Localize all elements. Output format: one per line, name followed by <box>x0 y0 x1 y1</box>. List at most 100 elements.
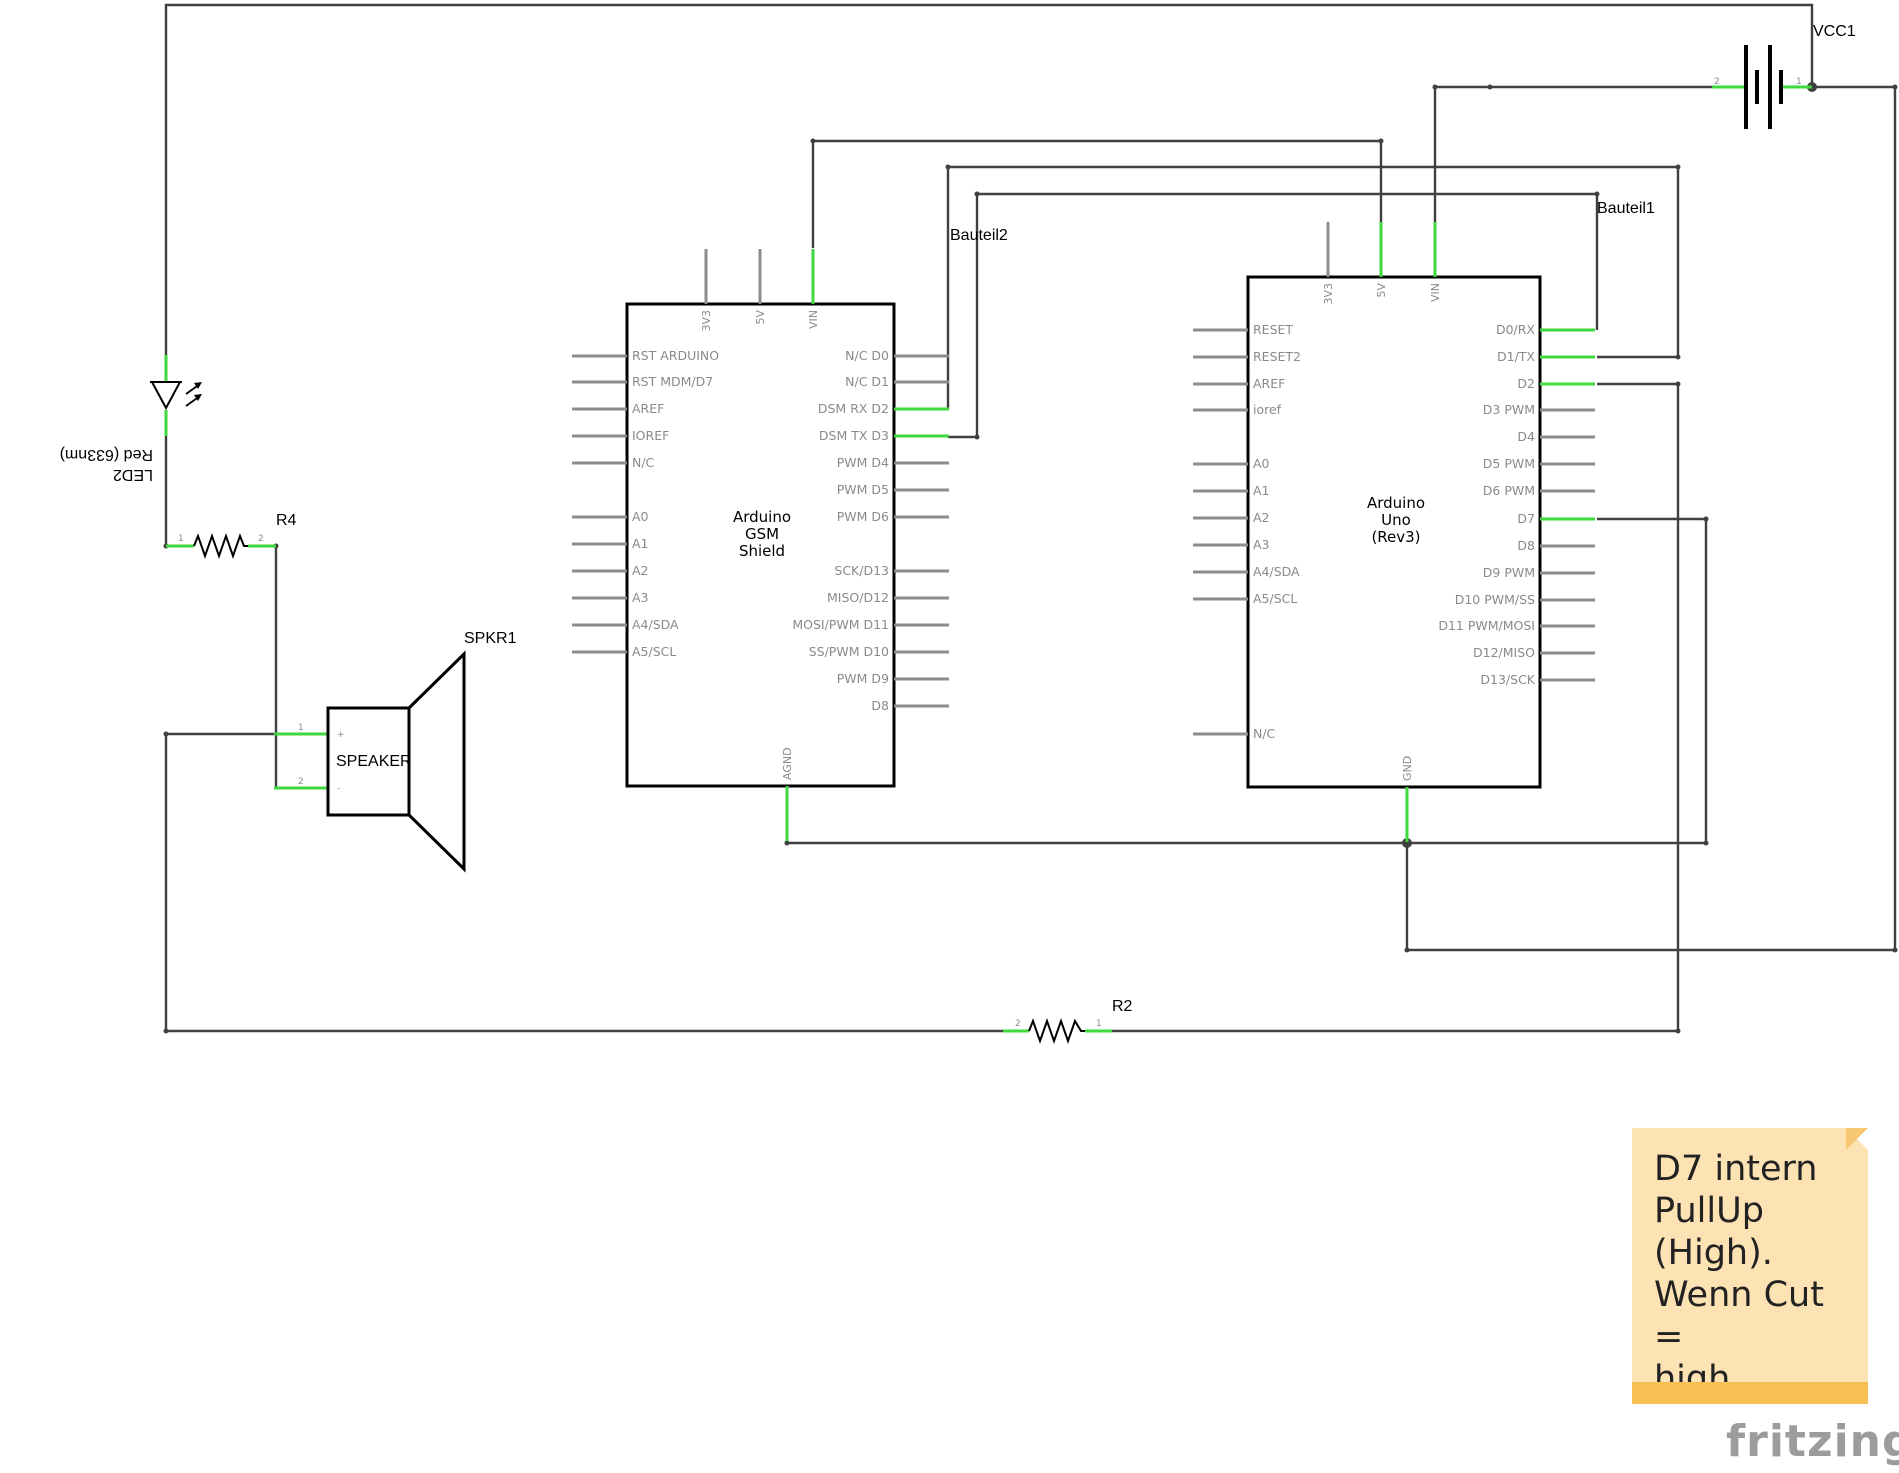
junction-dot <box>1892 84 1898 90</box>
arduino-uno[interactable]: Bauteil1 Arduino Uno (Rev3) RESETRESET2A… <box>1193 200 1655 842</box>
junction-dot <box>974 191 980 197</box>
gsm-pin-label: SCK/D13 <box>834 563 889 578</box>
gsm-pin-label: PWM D5 <box>837 482 889 497</box>
uno-pin-label: A1 <box>1253 483 1270 498</box>
uno-body <box>1246 275 1542 789</box>
pin-number: 1 <box>178 534 184 544</box>
part-label-bauteil1: Bauteil1 <box>1597 200 1655 217</box>
uno-pin-label: D10 PWM/SS <box>1455 592 1535 607</box>
gsm-pin-label: 5V <box>754 310 767 325</box>
uno-title-line1: Arduino <box>1367 494 1425 512</box>
part-label-r4: R4 <box>276 512 297 529</box>
gsm-pin-label: N/C <box>632 455 655 470</box>
led-arrow-head <box>194 382 202 389</box>
uno-pin-label: D7 <box>1517 511 1535 526</box>
resistor-r4[interactable]: 1 2 R4 <box>166 512 297 560</box>
gsm-pin-label: N/C D0 <box>845 348 889 363</box>
gsm-body <box>625 302 896 788</box>
gsm-pin-label: RST ARDUINO <box>632 348 719 363</box>
junction-dot <box>163 731 169 737</box>
wire-led-to-vcc[interactable] <box>164 3 1814 362</box>
pin-number: 1 <box>298 723 304 733</box>
fritzing-logo: fritzing <box>1726 1416 1899 1467</box>
uno-pin-label: GND <box>1401 756 1414 781</box>
uno-pin-label: RESET <box>1253 322 1293 337</box>
part-label-r2: R2 <box>1112 998 1133 1015</box>
uno-pin-label: A5/SCL <box>1253 591 1297 606</box>
gsm-pin-label: IOREF <box>632 428 669 443</box>
uno-pin-label: 5V <box>1375 283 1388 298</box>
gsm-pin-label: A0 <box>632 509 649 524</box>
gsm-title-line1: Arduino <box>733 508 791 526</box>
part-label-led2: LED2 <box>113 466 153 483</box>
part-label-vcc1: VCC1 <box>1813 23 1856 40</box>
junction-dot <box>1703 516 1709 522</box>
gsm-pin-label: MOSI/PWM D11 <box>792 617 889 632</box>
wire-gsm-vin-uno-5v[interactable] <box>811 139 1383 248</box>
gsm-pin-label: PWM D4 <box>837 455 889 470</box>
battery-vcc1[interactable]: 2 1 VCC1 <box>1712 23 1856 129</box>
gsm-pin-label: VIN <box>807 310 820 329</box>
polarity-plus: + <box>337 730 345 740</box>
gsm-pin-label: SS/PWM D10 <box>809 644 889 659</box>
wire-r2-speaker[interactable] <box>164 732 1003 1033</box>
resistor-zigzag <box>193 532 248 560</box>
speaker-cone <box>407 650 466 873</box>
led-led2[interactable]: LED2 Red (633nm) <box>60 355 202 483</box>
junction-dot <box>1675 381 1681 387</box>
uno-pin-label: ioref <box>1253 402 1282 417</box>
uno-title-line3: (Rev3) <box>1371 528 1420 546</box>
junction-dot <box>810 138 816 144</box>
wire-uno-d7-gnd[interactable] <box>1407 517 1708 845</box>
note-text: D7 intern PullUp (High). Wenn Cut = high <box>1654 1149 1824 1399</box>
gsm-pin-label: A4/SDA <box>632 617 679 632</box>
uno-pin-label: RESET2 <box>1253 349 1301 364</box>
wire-gnd-rail[interactable] <box>787 788 1409 845</box>
junction-dot <box>1432 84 1438 90</box>
junction-dot <box>1487 84 1493 90</box>
uno-pin-label: 3V3 <box>1322 283 1335 305</box>
sticky-note[interactable]: D7 intern PullUp (High). Wenn Cut = high <box>1632 1128 1868 1404</box>
gsm-pin-label: RST MDM/D7 <box>632 374 713 389</box>
arduino-gsm-shield[interactable]: Bauteil2 Arduino GSM Shield RST ARDUINOR… <box>572 227 1008 841</box>
uno-pin-label: AREF <box>1253 376 1285 391</box>
uno-pin-label: N/C <box>1253 726 1276 741</box>
gsm-pin-label: A5/SCL <box>632 644 676 659</box>
led-arrow-head <box>194 394 202 401</box>
uno-pin-label: D6 PWM <box>1483 483 1535 498</box>
speaker-body-text: SPEAKER <box>336 753 412 770</box>
uno-pin-label: A3 <box>1253 537 1270 552</box>
uno-pin-label: D4 <box>1517 429 1535 444</box>
resistor-r2[interactable]: 2 1 R2 <box>1003 998 1133 1045</box>
junction-dot <box>1378 138 1384 144</box>
gsm-pin-label: N/C D1 <box>845 374 889 389</box>
speaker-spkr1[interactable]: 1 2 + - SPEAKER SPKR1 <box>274 630 517 873</box>
junction-dots <box>163 82 1898 1034</box>
gsm-pin-label: PWM D9 <box>837 671 889 686</box>
resistor-zigzag <box>1028 1017 1085 1045</box>
junction-dot <box>1703 840 1709 846</box>
gsm-title-line2: GSM <box>745 525 779 543</box>
junction-dot <box>163 1028 169 1034</box>
pin-number: 1 <box>1796 77 1802 87</box>
uno-pin-label: D0/RX <box>1496 322 1535 337</box>
wire-vcc-to-uno-vin[interactable] <box>1433 85 1712 222</box>
wire-uno-d2-r2[interactable] <box>1112 382 1680 1033</box>
gsm-pin-label: A1 <box>632 536 649 551</box>
gsm-pin-label: PWM D6 <box>837 509 889 524</box>
uno-pins: RESETRESET2AREFiorefA0A1A2A3A4/SDAA5/SCL… <box>1193 222 1595 842</box>
junction-dot <box>1892 947 1898 953</box>
uno-pin-label: D1/TX <box>1497 349 1535 364</box>
note-bottom-bar <box>1632 1382 1868 1404</box>
led-triangle <box>150 381 182 411</box>
junction-dot <box>1675 164 1681 170</box>
uno-pin-label: A2 <box>1253 510 1270 525</box>
uno-pin-label: D2 <box>1517 376 1535 391</box>
polarity-minus: - <box>337 784 340 794</box>
gsm-pin-label: AGND <box>781 747 794 780</box>
pin-number: 2 <box>298 777 304 787</box>
wires <box>164 3 1897 1033</box>
uno-pin-label: D13/SCK <box>1480 672 1535 687</box>
junction-dot <box>784 840 790 846</box>
